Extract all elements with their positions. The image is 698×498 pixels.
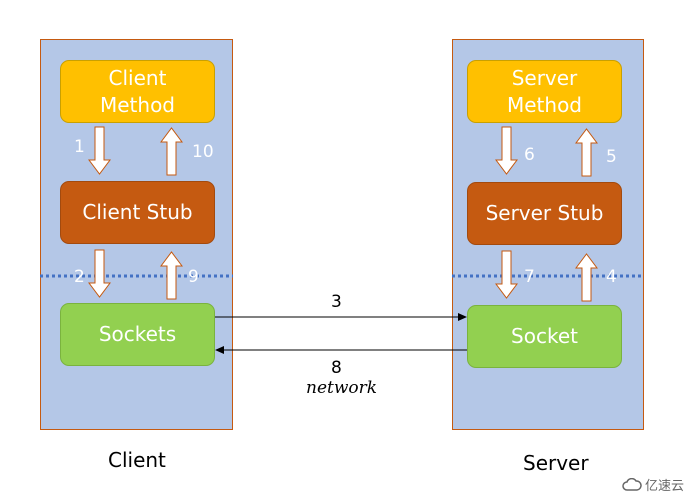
watermark-text: 亿速云 xyxy=(644,479,684,494)
down-arrow-icon xyxy=(88,126,111,175)
step-8-label: 8 xyxy=(331,358,342,378)
server-caption: Server xyxy=(523,451,589,475)
down-arrow-icon xyxy=(495,250,518,299)
up-arrow-icon xyxy=(160,251,183,300)
step-5-label: 5 xyxy=(606,147,617,167)
up-arrow-icon xyxy=(575,253,598,302)
step-9-label: 9 xyxy=(188,267,199,287)
server-socket-box: Socket xyxy=(467,305,622,368)
step-3-label: 3 xyxy=(331,292,342,312)
network-label: network xyxy=(306,378,378,398)
step-2-label: 2 xyxy=(74,267,85,287)
step-7-label: 7 xyxy=(524,267,535,287)
step-1-label: 1 xyxy=(74,137,85,157)
up-arrow-icon xyxy=(160,127,183,176)
down-arrow-icon xyxy=(88,249,111,298)
up-arrow-icon xyxy=(575,128,598,177)
client-stub-box: Client Stub xyxy=(60,181,215,244)
server-method-box: Server Method xyxy=(467,60,622,123)
step-10-label: 10 xyxy=(192,142,214,162)
watermark: 亿速云 xyxy=(622,475,684,494)
client-method-box: Client Method xyxy=(60,60,215,123)
step-6-label: 6 xyxy=(524,145,535,165)
down-arrow-icon xyxy=(495,126,518,175)
client-caption: Client xyxy=(108,448,166,472)
client-sockets-box: Sockets xyxy=(60,303,215,366)
server-stub-box: Server Stub xyxy=(467,182,622,245)
step-4-label: 4 xyxy=(606,267,617,287)
cloud-logo-icon xyxy=(622,477,642,491)
